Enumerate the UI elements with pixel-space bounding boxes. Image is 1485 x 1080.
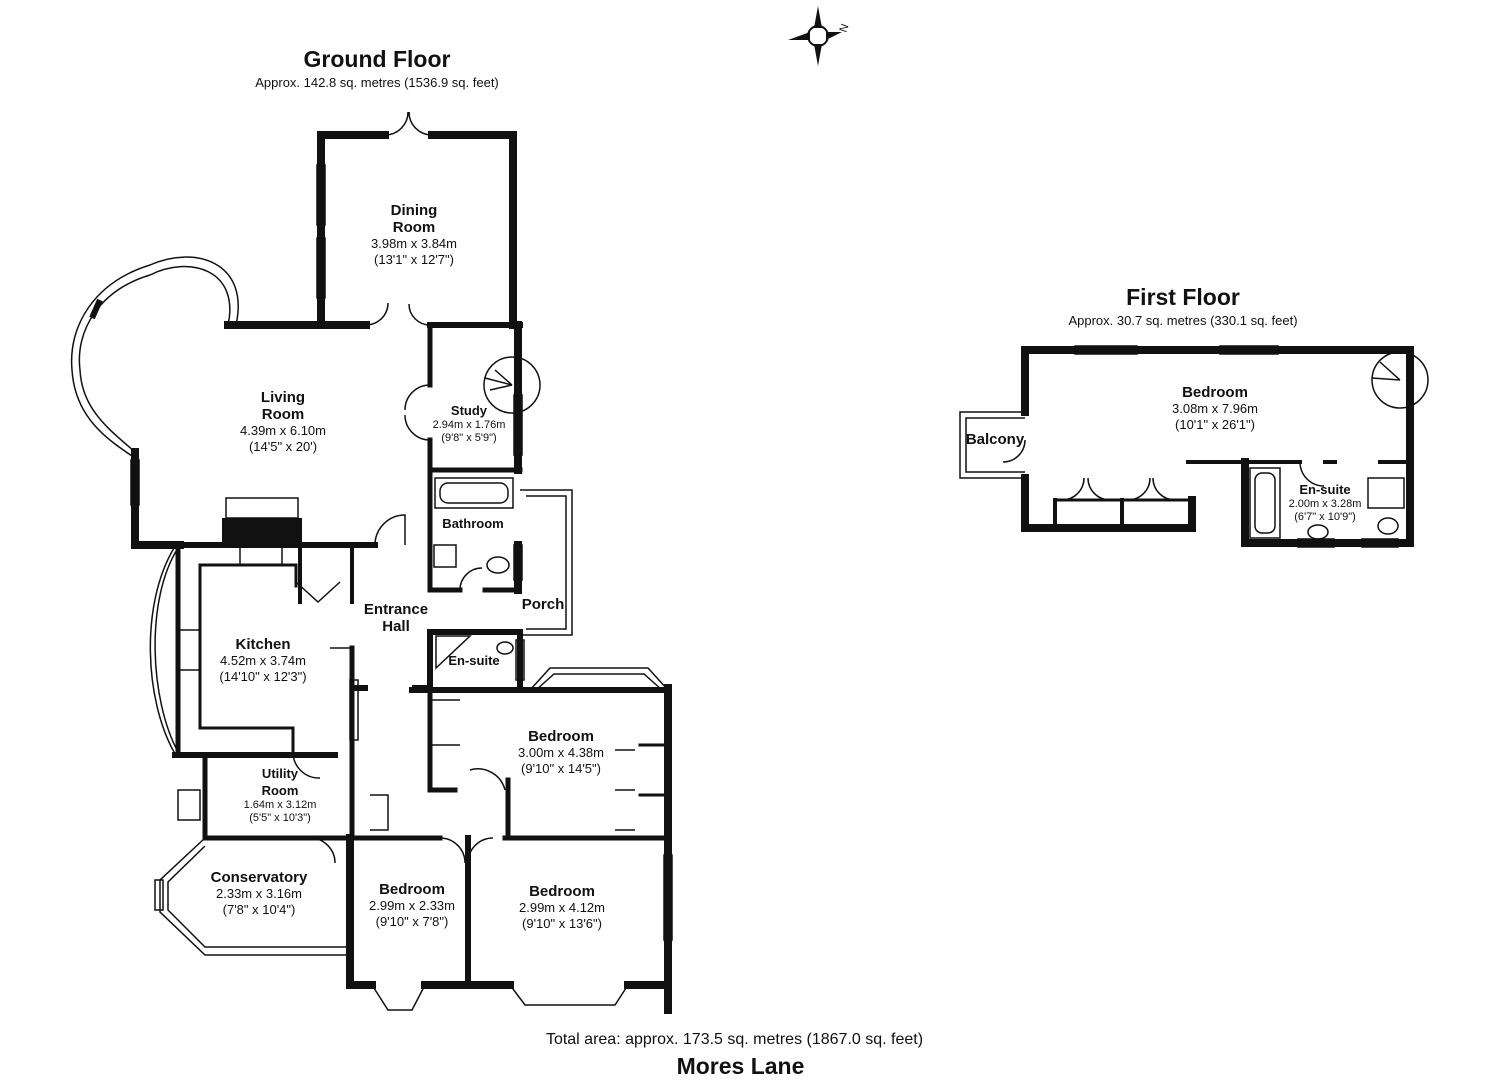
room-label-conservatory: Conservatory 2.33m x 3.16m (7'8" x 10'4"… [211,869,308,918]
room-dimensions-metric: 2.99m x 2.33m [369,898,455,913]
room-name: Porch [521,596,565,613]
room-dimensions-metric: 3.08m x 7.96m [1172,401,1258,416]
room-dimensions-metric: 1.64m x 3.12m [243,799,317,811]
room-dimensions-metric: 3.00m x 4.38m [518,745,604,760]
room-label-bedroom-3: Bedroom 2.99m x 4.12m (9'10" x 13'6") [519,883,605,932]
room-dimensions-imperial: (5'5" x 10'3") [249,812,311,824]
room-dimensions-metric: 2.99m x 4.12m [519,900,605,915]
room-dimensions-metric: 2.00m x 3.28m [1288,498,1362,510]
room-name: Study [450,403,488,418]
room-name: Entrance [363,601,429,618]
room-label-first-floor-bedroom: Bedroom 3.08m x 7.96m (10'1" x 26'1") [1172,384,1258,433]
first-floor-fixtures [959,345,1429,548]
total-area: Total area: approx. 173.5 sq. metres (18… [545,1031,924,1048]
room-name: Hall [382,618,410,635]
room-name: Dining [390,202,438,219]
room-dimensions-metric: 2.94m x 1.76m [432,419,506,431]
room-name: Balcony [965,431,1025,448]
room-label-study: Study 2.94m x 1.76m (9'8" x 5'9") [433,402,506,445]
room-label-ensuite: En-suite [448,652,499,669]
room-name: Room [392,219,436,236]
first-floor-area: Approx. 30.7 sq. metres (330.1 sq. feet) [1068,313,1298,328]
room-name: En-suite [1299,482,1351,497]
room-dimensions-imperial: (6'7" x 10'9") [1294,511,1356,523]
compass-north-letter: N [838,22,852,34]
room-name: Kitchen [235,636,291,653]
room-name: Utility [261,766,299,781]
room-label-utility-room: Utility Room 1.64m x 3.12m (5'5" x 10'3"… [244,765,317,825]
room-label-bathroom: Bathroom [442,515,503,532]
room-dimensions-metric: 2.33m x 3.16m [215,886,302,901]
first-floor-title: First Floor [1126,284,1240,310]
room-dimensions-imperial: (10'1" x 26'1") [1175,417,1255,432]
room-name: Bedroom [528,728,594,745]
room-name: Conservatory [210,869,308,886]
room-label-kitchen: Kitchen 4.52m x 3.74m (14'10" x 12'3") [219,636,306,685]
compass-icon [788,6,842,66]
room-dimensions-metric: 4.52m x 3.74m [220,653,306,668]
room-dimensions-imperial: (9'8" x 5'9") [441,432,497,444]
room-dimensions-metric: 4.39m x 6.10m [240,423,326,438]
room-label-entrance-hall: Entrance Hall [364,601,428,635]
room-name: Bedroom [379,881,445,898]
room-dimensions-imperial: (14'5" x 20') [248,439,318,454]
room-name: En-suite [448,653,500,668]
room-dimensions-imperial: (9'10" x 14'5") [521,761,601,776]
room-name: Room [261,783,299,798]
room-dimensions-metric: 3.98m x 3.84m [371,236,457,251]
room-label-bedroom-1: Bedroom 3.00m x 4.38m (9'10" x 14'5") [518,728,604,777]
ground-floor-area: Approx. 142.8 sq. metres (1536.9 sq. fee… [255,75,499,90]
room-name: Bathroom [442,516,504,531]
room-dimensions-imperial: (7'8" x 10'4") [222,902,296,917]
room-name: Bedroom [529,883,595,900]
property-name: Mores Lane [676,1053,805,1079]
room-label-dining-room: Dining Room 3.98m x 3.84m (13'1" x 12'7"… [371,202,457,268]
room-name: Bedroom [1182,384,1248,401]
room-dimensions-imperial: (9'10" x 7'8") [375,914,449,929]
room-label-porch: Porch [522,596,565,613]
room-name: Living [260,389,306,406]
ground-floor-windows [70,111,673,1011]
room-label-living-room: Living Room 4.39m x 6.10m (14'5" x 20') [240,389,326,455]
room-label-first-floor-ensuite: En-suite 2.00m x 3.28m (6'7" x 10'9") [1289,481,1362,524]
room-label-bedroom-2: Bedroom 2.99m x 2.33m (9'10" x 7'8") [369,881,455,930]
room-label-balcony: Balcony [966,431,1024,448]
room-name: Room [261,406,305,423]
room-dimensions-imperial: (14'10" x 12'3") [219,669,307,684]
room-dimensions-imperial: (13'1" x 12'7") [374,252,454,267]
ground-floor-walls [131,131,672,1014]
room-dimensions-imperial: (9'10" x 13'6") [522,916,602,931]
ground-floor-title: Ground Floor [303,46,451,72]
